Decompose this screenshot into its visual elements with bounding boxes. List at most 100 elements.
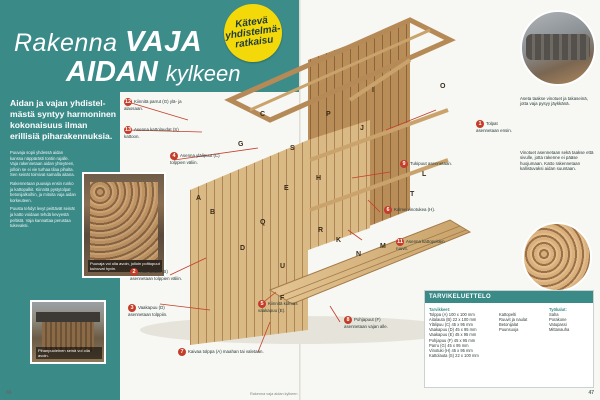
parts-item: Ruuvit ja naulat — [499, 317, 528, 323]
parts-item: Vaakapuu (D) 45 x 95 mm — [429, 327, 477, 333]
shelf-rail — [309, 158, 449, 212]
callout-text: Asenna kattopeltien ruuvit. — [396, 239, 445, 251]
part-letter: K — [336, 237, 341, 244]
callout-text: Kolme vinotukea (H). — [394, 207, 435, 213]
parts-item: Betonijalat — [499, 322, 519, 328]
callout-number: 9 — [400, 160, 408, 168]
title-prefix: Rakenna — [14, 29, 118, 57]
callout-text: Tolpat asennetaan ensin. — [476, 121, 512, 133]
roof-rafter — [249, 28, 431, 112]
parts-subheading: Tarvikkeet: — [429, 307, 451, 312]
title-suffix: kylkeen — [165, 61, 241, 86]
shelf-rail — [309, 108, 449, 162]
callout-text: Kaivaa tolppa (A) maahan tai valetaan. — [188, 349, 264, 355]
callout-number: 4 — [170, 152, 178, 160]
callout-text: Aita laudat (B) asennetaan tolppien väli… — [130, 269, 182, 281]
parts-col-2: Kattopelti Ruuvit ja naulat Betonijalat … — [499, 312, 545, 332]
page-title-line2: AIDAN kylkeen — [66, 56, 241, 89]
callout-text: Asenna kattolaudat (S) kattoon. — [124, 127, 179, 139]
callout-number: 6 — [384, 206, 392, 214]
parts-subheading: Työkalut: — [549, 307, 567, 312]
part-letter: H — [316, 175, 321, 182]
part-letter: P — [326, 111, 331, 118]
parts-item: Vatupassi — [549, 322, 567, 328]
body-text: Puuvaja sopii yhdessä aidan kanssa näppä… — [10, 150, 76, 232]
body-paragraph: Puuvaja sopii yhdessä aidan kanssa näppä… — [10, 150, 75, 178]
part-letter: G — [238, 141, 244, 148]
part-letter: L — [422, 171, 427, 178]
parts-item: Kattolauta (S) 22 x 100 mm — [429, 352, 479, 358]
part-letter: I — [372, 87, 374, 94]
part-letter: J — [360, 125, 364, 132]
right-text-block: Vinotuet asennetaan sekä taakse että siv… — [520, 150, 594, 172]
page-title-line1: Rakenna VAJA — [14, 26, 202, 59]
parts-item: Pohjapuu (F) 45 x 95 mm — [429, 337, 476, 343]
callout-text: Asenna ylälipuut (C) tolppien väliin. — [170, 153, 220, 165]
intro-text: Aidan ja vajan yhdistel-mästä syntyy har… — [10, 98, 117, 141]
part-letter: U — [280, 263, 285, 270]
parts-item: Parru (G) 45 x 95 mm — [429, 342, 469, 348]
parts-item: Puunsuoja — [499, 327, 519, 333]
part-letter: N — [356, 251, 361, 258]
parts-item: Ylälipuu (C) 45 x 95 mm — [429, 322, 473, 328]
shed-photo: Pihanpuoleinen seinä voi olla avoin. — [30, 300, 106, 364]
page-number-right: 47 — [588, 390, 594, 396]
parts-col-1: Tarvikkeet: Tolppa (A) 100 x 100 mm Aita… — [429, 307, 495, 358]
part-letter: Q — [260, 219, 266, 226]
callout-number: 3 — [128, 304, 136, 312]
part-letter: O — [440, 83, 446, 90]
right-text-block: Aseta taakse vinotuet ja takaseinä, jott… — [520, 96, 588, 107]
diagonal-brace — [348, 58, 412, 102]
parts-item: Aitalauta (B) 22 x 100 mm — [429, 317, 477, 323]
part-letter: T — [410, 191, 415, 198]
parts-list-heading: TARVIKELUETTELO — [425, 291, 593, 303]
parts-item: Tolppa (A) 100 x 100 mm — [429, 312, 475, 318]
roof-tiles — [526, 34, 590, 60]
parts-item: Saha — [549, 312, 559, 318]
roof-detail-photo — [520, 10, 596, 86]
callout-number: 13 — [124, 126, 132, 134]
parts-item: Porakone — [549, 317, 567, 323]
parts-list: TARVIKELUETTELO Tarvikkeet: Tolppa (A) 1… — [424, 290, 594, 388]
shed-side-wall — [308, 120, 370, 250]
body-paragraph: Puusta tehdyt levyt peittävät seinät ja … — [10, 206, 75, 229]
part-letter: E — [284, 185, 289, 192]
part-letter: S — [290, 145, 295, 152]
floor — [268, 219, 472, 305]
photo-caption: Puuvaja voi olla avoin, jolloin polttopu… — [88, 260, 162, 272]
parts-col-3: Työkalut: Saha Porakone Vatupassi Mittan… — [549, 307, 591, 332]
part-letter: D — [240, 245, 245, 252]
callout-number: 12 — [124, 98, 132, 106]
callout-number: 7 — [178, 348, 186, 356]
callout-number: 1 — [476, 120, 484, 128]
logs-texture — [90, 182, 158, 260]
title-strong-1: VAJA — [125, 26, 203, 58]
callout-leaders — [127, 101, 437, 353]
parts-item: Vaakapuu (E) 45 x 95 mm — [429, 332, 477, 338]
parts-item: Vinotuki (H) 45 x 95 mm — [429, 347, 473, 353]
callout-number: 2 — [130, 268, 138, 276]
callout-text: Kiinnitä kolmas vaakapuu (E). — [258, 301, 298, 313]
callout-text: Pohjapuut (F) asennetaan vajan alle. — [344, 317, 388, 329]
woodpile-photo: Puuvaja voi olla avoin, jolloin polttopu… — [82, 172, 166, 278]
page-number-left: 46 — [6, 390, 12, 396]
parts-item: Mittanauha — [549, 327, 570, 333]
title-strong-2: AIDAN — [66, 56, 158, 88]
callout-number: 5 — [258, 300, 266, 308]
part-letter: C — [260, 111, 265, 118]
part-letter: F — [280, 295, 285, 302]
